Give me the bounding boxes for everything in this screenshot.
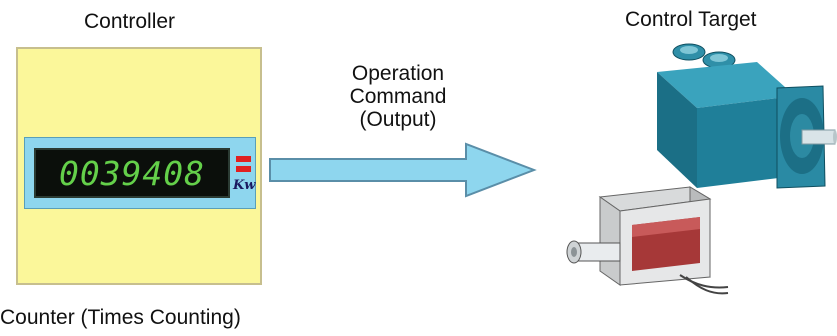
solenoid-icon bbox=[566, 186, 729, 295]
indicator-light-top bbox=[236, 156, 251, 162]
unit-label: Kw bbox=[233, 178, 256, 193]
counter-caption: Counter (Times Counting) bbox=[0, 306, 241, 329]
counter-display: 0039408 bbox=[34, 148, 230, 198]
arrow-label-line-3: (Output) bbox=[359, 108, 437, 131]
arrow-label-line-1: Operation bbox=[351, 62, 445, 85]
arrow-label-line-2: Command bbox=[349, 85, 447, 108]
operation-command-label: Operation Command (Output) bbox=[318, 62, 478, 131]
motor-icon bbox=[657, 43, 837, 189]
counter-value: 0039408 bbox=[58, 153, 206, 193]
control-target-title: Control Target bbox=[625, 8, 757, 31]
indicator-light-bottom bbox=[236, 166, 251, 172]
controller-title: Controller bbox=[84, 10, 176, 33]
arrow-icon bbox=[269, 142, 537, 198]
